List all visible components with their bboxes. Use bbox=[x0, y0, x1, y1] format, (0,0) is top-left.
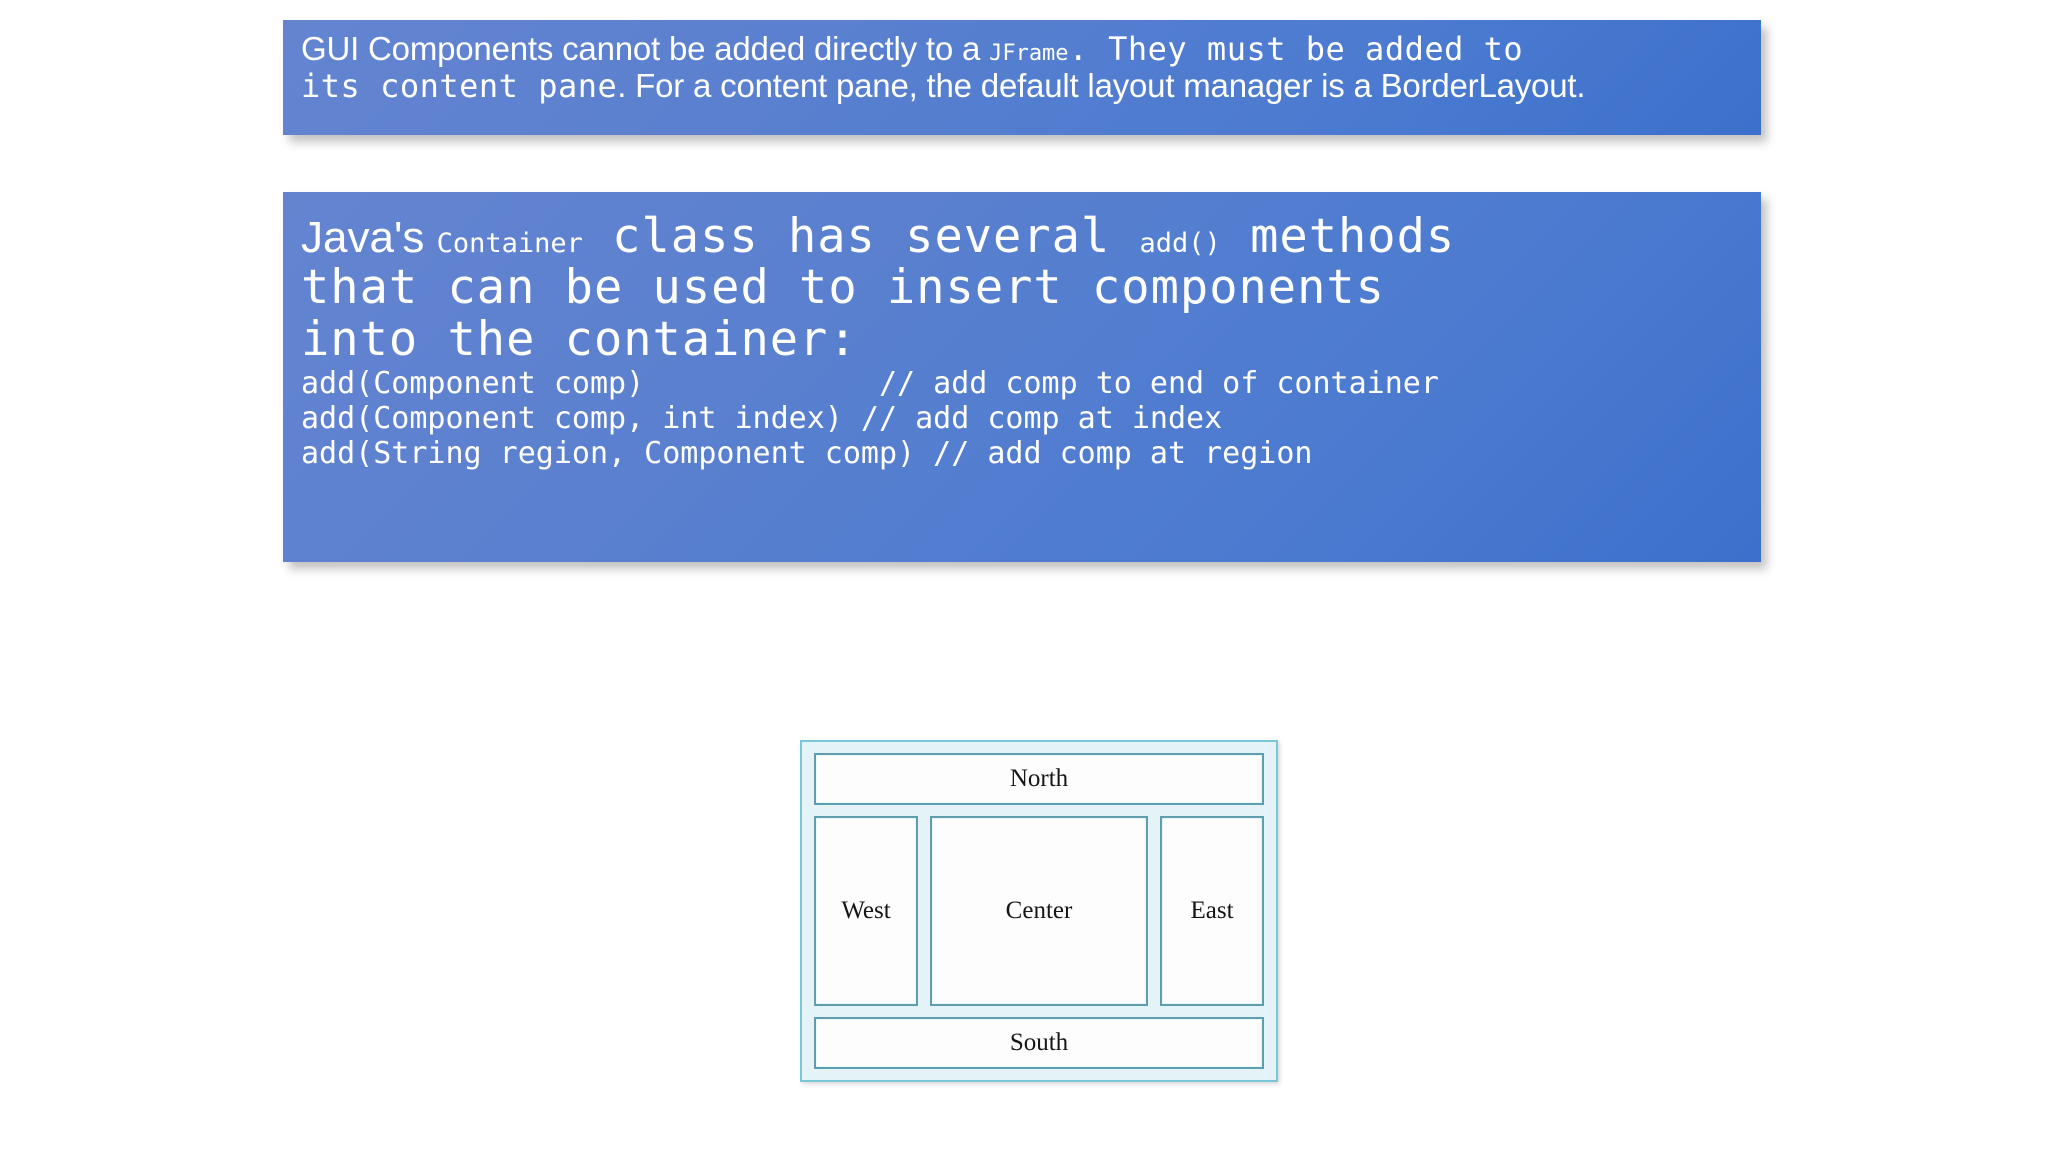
methods-heading-line-1: Java's Container class has several add()… bbox=[301, 212, 1745, 261]
region-east-label: East bbox=[1190, 897, 1234, 924]
intro-line-1: GUI Components cannot be added directly … bbox=[301, 32, 1745, 65]
region-north-label: North bbox=[1009, 765, 1069, 792]
methods-heading-line-2: that can be used to insert components bbox=[301, 260, 1385, 316]
intro-line1-sans-part: GUI Components cannot be added directly … bbox=[301, 30, 990, 67]
code-line-add-comp: add(Component comp) // add comp to end o… bbox=[301, 366, 1439, 402]
code-line-add-comp-index: add(Component comp, int index) // add co… bbox=[301, 401, 1223, 437]
heading-sans-javas: Java's bbox=[301, 213, 437, 262]
intro-line2-sans-part: . For a content pane, the default layout… bbox=[617, 67, 1586, 104]
intro-text-panel: GUI Components cannot be added directly … bbox=[283, 20, 1761, 135]
methods-text-panel: Java's Container class has several add()… bbox=[283, 192, 1761, 562]
code-line-add-region-comp: add(String region, Component comp) // ad… bbox=[301, 436, 1313, 472]
heading-code-container: Container bbox=[436, 228, 583, 259]
intro-line-2: its content pane. For a content pane, th… bbox=[301, 69, 1745, 102]
region-east: East bbox=[1160, 816, 1264, 1006]
heading-code-add: add() bbox=[1139, 228, 1221, 259]
intro-line2-mono-part: its content pane bbox=[301, 67, 618, 105]
region-west-label: West bbox=[841, 897, 891, 924]
borderlayout-middle-row: West Center East bbox=[814, 816, 1264, 1006]
region-south: South bbox=[814, 1017, 1264, 1069]
heading-mono-class-has-several: class has several bbox=[582, 209, 1140, 264]
region-north: North bbox=[814, 753, 1264, 805]
region-center: Center bbox=[930, 816, 1148, 1006]
region-center-label: Center bbox=[1005, 897, 1073, 924]
region-west: West bbox=[814, 816, 918, 1006]
intro-line1-mono-part: . They must be added to bbox=[1068, 30, 1524, 68]
region-south-label: South bbox=[1009, 1029, 1069, 1056]
intro-line1-code-jframe: JFrame bbox=[989, 41, 1069, 66]
methods-heading-line-3: into the container: bbox=[301, 311, 858, 367]
heading-mono-methods: methods bbox=[1220, 209, 1456, 264]
borderlayout-diagram: North West Center East South bbox=[800, 740, 1278, 1082]
